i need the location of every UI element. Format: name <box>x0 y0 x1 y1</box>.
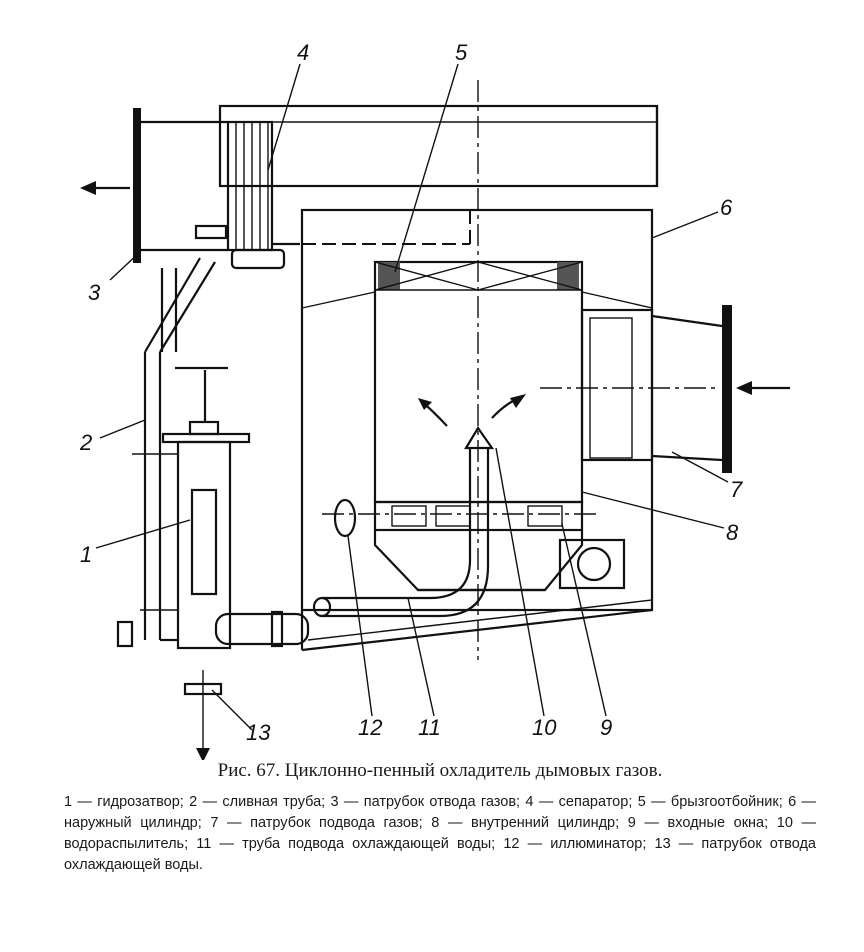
label-2: 2 <box>79 430 92 455</box>
figure-caption: Рис. 67. Циклонно-пенный охладитель дымо… <box>217 760 663 781</box>
separator <box>226 120 300 270</box>
legend-item-2: 2 — сливная труба; <box>189 794 326 810</box>
technical-drawing: 4 5 6 3 2 1 7 8 9 10 11 12 13 <box>79 40 790 762</box>
water-seal <box>116 366 310 762</box>
water-supply-pipe <box>312 425 495 618</box>
legend-item-5: 5 — брызгоотбойник; <box>637 794 783 810</box>
flow-arrows <box>418 394 526 427</box>
label-10: 10 <box>532 715 557 740</box>
legend-item-11: 11 — труба подвода охлаждающей воды; <box>196 836 496 852</box>
label-3: 3 <box>88 280 101 305</box>
legend-item-6: 6 — наружный цилиндр; <box>64 794 816 831</box>
cone-bottom <box>373 530 584 592</box>
legend-item-7: 7 — патрубок подвода газов; <box>210 815 423 831</box>
legend-item-1: 1 — гидрозатвор; <box>64 794 184 810</box>
top-housing <box>218 104 659 188</box>
label-6: 6 <box>720 195 733 220</box>
label-4: 4 <box>297 40 309 65</box>
legend-item-9: 9 — входные окна; <box>627 815 769 831</box>
gas-inlet-pipe <box>540 305 790 473</box>
leader-lines <box>95 63 729 731</box>
label-5: 5 <box>455 40 468 65</box>
legend-item-4: 4 — сепаратор; <box>525 794 633 810</box>
label-13: 13 <box>246 720 271 745</box>
illuminator <box>322 498 626 590</box>
legend-item-13: 13 — патрубок отвода охлаждающей воды. <box>64 836 816 873</box>
label-9: 9 <box>600 715 612 740</box>
label-8: 8 <box>726 520 739 545</box>
legend-item-10: 10 — водораспылитель; <box>64 815 816 852</box>
legend-item-3: 3 — патрубок отвода газов; <box>330 794 521 810</box>
label-1: 1 <box>80 542 92 567</box>
legend-item-8: 8 — внутренний цилиндр; <box>431 815 620 831</box>
legend-item-12: 12 — иллюминатор; <box>503 836 647 852</box>
drain-pipe <box>132 224 228 642</box>
label-7: 7 <box>730 477 743 502</box>
cooler-schematic: 4 5 6 3 2 1 7 8 9 10 11 12 13 <box>79 40 790 762</box>
figure-legend: 1 — гидрозатвор; 2 — сливная труба; 3 — … <box>64 792 816 876</box>
label-12: 12 <box>358 715 382 740</box>
label-11: 11 <box>418 715 441 740</box>
gas-outlet-pipe <box>80 108 228 263</box>
